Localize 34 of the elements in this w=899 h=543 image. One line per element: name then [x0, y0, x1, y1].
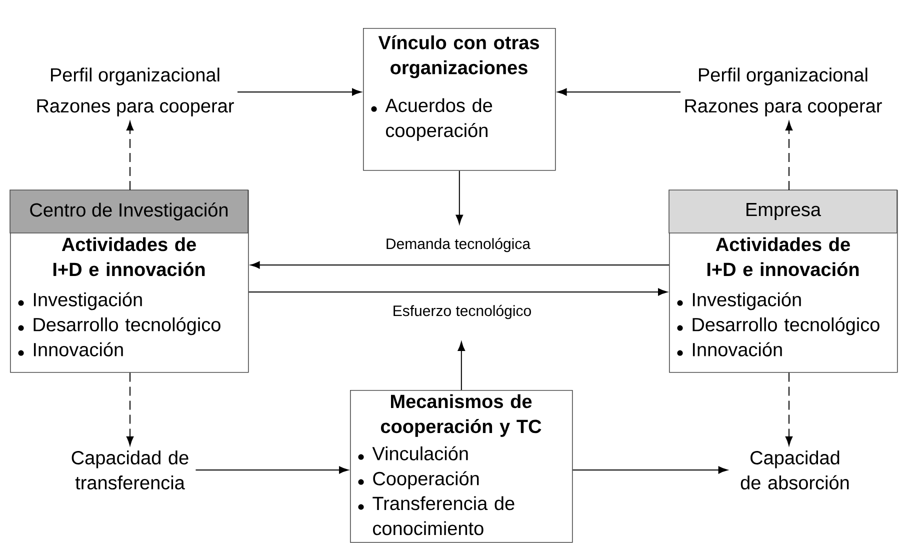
text-label: Perfil organizacional Razones para cooperar	[37, 68, 234, 116]
arrow	[785, 372, 793, 446]
arrow	[456, 170, 464, 224]
bullet-item: Investigación	[18, 292, 142, 310]
box-title: Actividades de I+D e innovación	[53, 237, 205, 276]
bullet-item: Innovación	[677, 342, 782, 356]
bullet-item: Desarrollo tecnológico	[677, 317, 880, 336]
box-title: Mecanismos de cooperación y TC	[380, 394, 542, 437]
arrow	[572, 466, 728, 474]
box-title: Actividades de I+D e innovación	[707, 237, 859, 276]
arrow	[458, 342, 466, 390]
bullet-item: Investigación	[677, 292, 801, 310]
arrow	[126, 121, 134, 190]
arrow	[195, 466, 348, 474]
edge-label: Esfuerzo tecnológico	[390, 302, 534, 322]
text-label: Capacidad de absorción	[740, 450, 849, 490]
arrow	[126, 372, 134, 446]
bullet-item: Acuerdos de cooperación	[371, 98, 492, 141]
bullet-item: Cooperación	[358, 471, 479, 490]
arrow	[237, 88, 362, 96]
bullet-item: Transferencia de conocimiento	[358, 496, 514, 536]
text-label: Capacidad de transferencia	[72, 450, 188, 490]
arrow	[785, 121, 793, 190]
bullet-item: Desarrollo tecnológico	[18, 317, 220, 336]
bullet-item: Vinculación	[358, 446, 468, 460]
box-title: Vínculo con otras organizaciones	[378, 35, 539, 78]
edge-label: Demanda tecnológica	[383, 236, 533, 254]
header-band: Empresa	[668, 190, 898, 234]
arrow	[557, 88, 682, 96]
bullet-item: Innovación	[18, 342, 123, 356]
header-band: Centro de Investigación	[10, 190, 248, 234]
text-label: Perfil organizacional Razones para cooperar	[685, 68, 882, 116]
arrow	[250, 261, 670, 269]
arrow	[248, 288, 668, 296]
